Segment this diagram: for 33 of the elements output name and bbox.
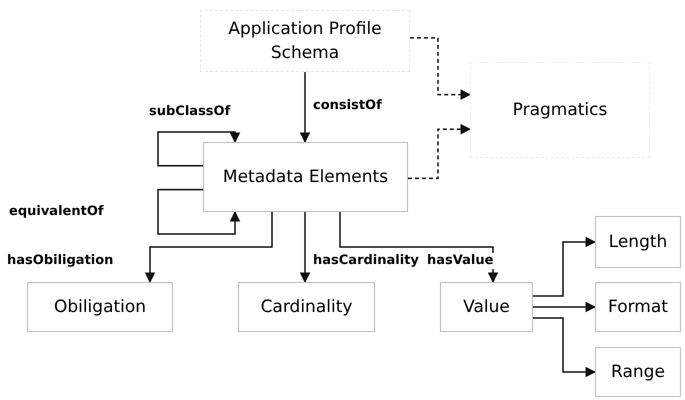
edge-label: equivalentOf xyxy=(8,204,105,220)
edge-label: hasObiligation xyxy=(6,253,114,269)
edge-label: hasValue xyxy=(426,253,494,269)
node-label: Application Profile Schema xyxy=(227,18,383,65)
arrow xyxy=(157,131,240,167)
concept-box xyxy=(203,142,408,212)
node-label: Cardinality xyxy=(260,296,354,319)
dashed-arrow xyxy=(408,124,472,180)
node-label: Length xyxy=(608,231,668,254)
concept-box xyxy=(595,282,681,332)
arrow xyxy=(144,212,273,284)
node-label: Value xyxy=(462,296,511,319)
node-label: Range xyxy=(610,361,666,384)
dashed-arrow xyxy=(410,37,472,100)
arrow xyxy=(339,212,498,284)
edge-label: hasCardinality xyxy=(312,253,420,269)
concept-box xyxy=(440,282,533,332)
arrow xyxy=(533,236,596,297)
concept-box xyxy=(27,282,173,332)
node-label: Format xyxy=(607,296,669,319)
node-label: Pragmatics xyxy=(512,99,608,122)
concept-box xyxy=(595,216,681,268)
node-label: Metadata Elements xyxy=(222,166,390,189)
node-label: Obiligation xyxy=(52,296,148,319)
concept-label-area xyxy=(470,62,650,158)
arrow xyxy=(533,317,596,378)
arrow xyxy=(300,72,310,144)
arrow xyxy=(157,188,240,235)
arrow xyxy=(300,212,310,284)
arrow xyxy=(533,302,596,312)
concept-label-area xyxy=(200,10,410,72)
concept-box xyxy=(238,282,375,332)
concept-box xyxy=(595,347,681,397)
